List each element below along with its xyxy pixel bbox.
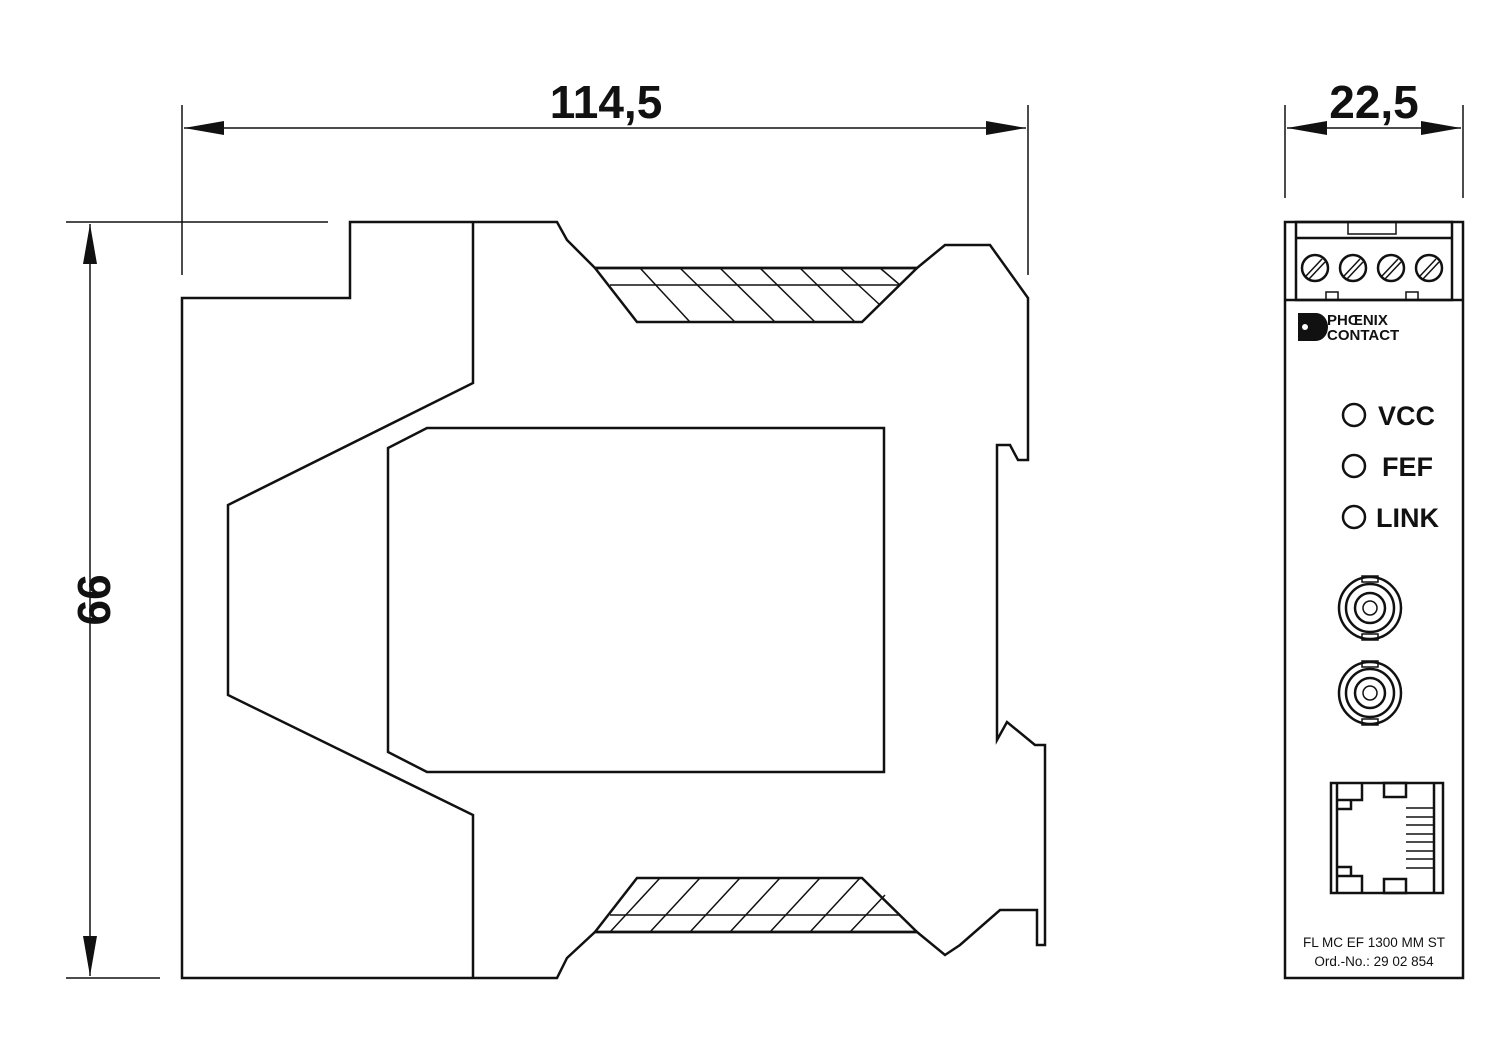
led-fef: FEF bbox=[1341, 452, 1433, 482]
front-view: PHŒNIX CONTACT VCC FEF LINK bbox=[1283, 220, 1465, 980]
svg-text:PHŒNIX: PHŒNIX bbox=[1327, 312, 1388, 329]
led-vcc: VCC bbox=[1341, 401, 1435, 431]
width-label: 114,5 bbox=[550, 76, 663, 128]
width-dimension: 114,5 bbox=[181, 76, 1029, 275]
terminal-screws bbox=[1300, 253, 1444, 283]
led-label: FEF bbox=[1382, 452, 1433, 482]
depth-label: 22,5 bbox=[1329, 76, 1419, 128]
height-dimension: 99 bbox=[66, 221, 328, 979]
order-number: Ord.-No.: 29 02 854 bbox=[1314, 954, 1434, 969]
rj45-port bbox=[1329, 781, 1445, 895]
svg-text:CONTACT: CONTACT bbox=[1327, 327, 1399, 344]
screw-icon bbox=[1376, 253, 1406, 283]
vent-bottom bbox=[592, 876, 921, 934]
screw-icon bbox=[1414, 253, 1444, 283]
depth-dimension: 22,5 bbox=[1284, 76, 1464, 198]
led-label: VCC bbox=[1378, 401, 1435, 431]
st-connector-1 bbox=[1337, 575, 1403, 641]
led-icon bbox=[1341, 453, 1367, 479]
led-icon bbox=[1341, 402, 1367, 428]
led-label: LINK bbox=[1376, 503, 1439, 533]
led-icon bbox=[1341, 504, 1367, 530]
st-connector-2 bbox=[1337, 660, 1403, 726]
side-view bbox=[180, 220, 1047, 980]
screw-icon bbox=[1338, 253, 1368, 283]
product-name: FL MC EF 1300 MM ST bbox=[1303, 935, 1445, 950]
screw-icon bbox=[1300, 253, 1330, 283]
led-link: LINK bbox=[1341, 503, 1439, 533]
height-label: 99 bbox=[68, 574, 120, 625]
vent-top bbox=[592, 266, 921, 324]
phoenix-contact-logo: PHŒNIX CONTACT bbox=[1298, 312, 1399, 344]
